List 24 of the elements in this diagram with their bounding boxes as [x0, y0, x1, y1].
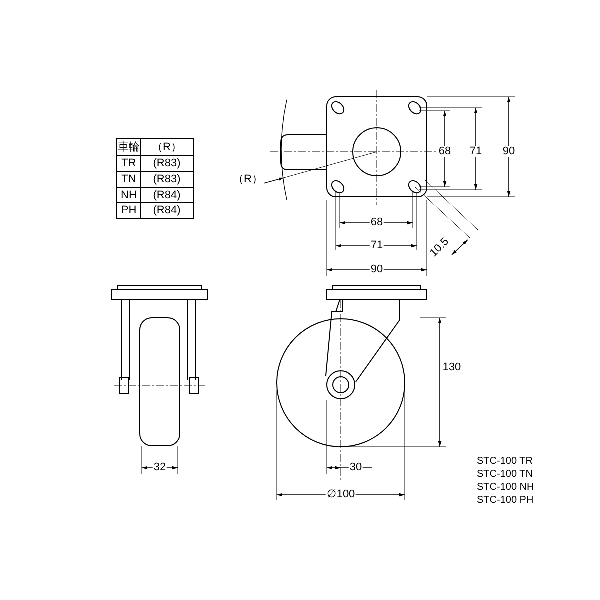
dimension-text: 130 — [442, 362, 462, 374]
model-number: STC-100 TN — [477, 469, 533, 480]
dimension-text: 71 — [468, 146, 484, 158]
table-cell: PH — [121, 206, 137, 216]
table-cell: (R83) — [153, 158, 181, 170]
dimension-text: ∅100 — [326, 490, 356, 500]
dimension-text: 68 — [438, 146, 452, 158]
header-cell: （R） — [152, 142, 182, 153]
dimension-text: 32 — [152, 462, 168, 474]
table-cell: (R83) — [153, 174, 181, 186]
dimension-text: 90 — [370, 264, 384, 276]
model-number: STC-100 TR — [477, 456, 533, 467]
table-cell: (R84) — [153, 206, 181, 216]
dimension-text: 30 — [348, 462, 364, 474]
model-number: STC-100 NH — [477, 482, 534, 493]
header-cell: 車輪 — [118, 142, 140, 153]
model-number: STC-100 PH — [477, 495, 534, 506]
dimension-text: 90 — [502, 146, 516, 158]
dimension-text: 68 — [370, 218, 384, 228]
table-cell: (R84) — [153, 190, 181, 201]
dimension-text: 71 — [370, 240, 384, 252]
table-cell: TN — [122, 174, 136, 186]
table-cell: TR — [122, 158, 136, 170]
table-cell: NH — [121, 190, 137, 201]
